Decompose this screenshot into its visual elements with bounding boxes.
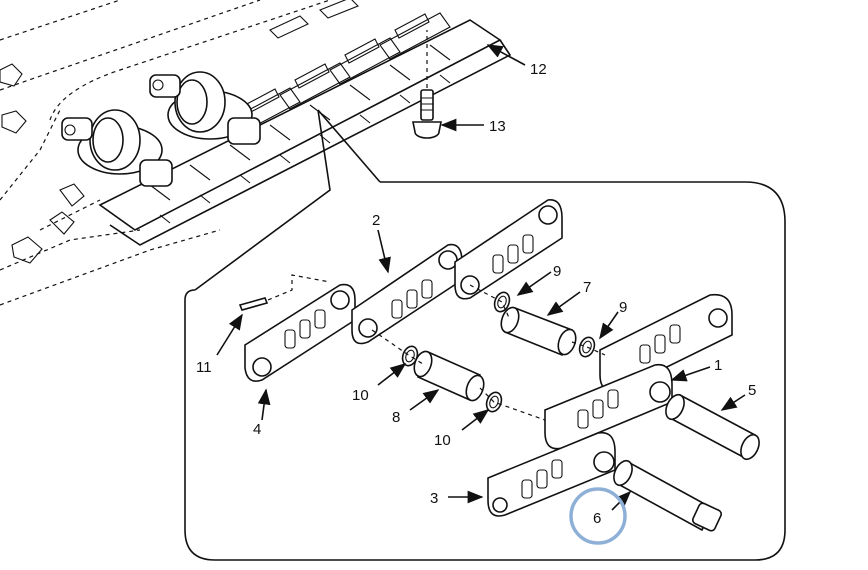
callout-8: 8 — [392, 409, 400, 426]
track-link-far-right — [599, 293, 733, 392]
seal-ring-9-lower — [578, 336, 596, 358]
callout-10b: 10 — [434, 432, 451, 449]
bolt-13 — [412, 30, 442, 139]
highlight-circle — [569, 487, 627, 545]
track-roller-right — [149, 71, 261, 145]
detail-inset-frame — [184, 181, 786, 561]
callout-9a: 9 — [553, 263, 561, 280]
callout-7: 7 — [583, 279, 591, 296]
callout-arrows — [216, 44, 746, 511]
seal-ring-9-upper — [493, 291, 511, 313]
track-pin-5 — [665, 393, 760, 461]
callout-9b: 9 — [619, 299, 627, 316]
callout-10a: 10 — [352, 387, 369, 404]
callout-4: 4 — [253, 421, 261, 438]
callout-2: 2 — [372, 212, 380, 229]
seal-ring-10-upper — [401, 345, 419, 367]
callout-3: 3 — [430, 490, 438, 507]
track-link-3 — [487, 431, 616, 517]
master-pin-6 — [613, 459, 723, 532]
track-assembly-overview — [0, 0, 512, 306]
callout-1: 1 — [714, 357, 722, 374]
track-link-upper-right — [454, 199, 563, 300]
callout-11: 11 — [196, 359, 212, 376]
bushing-7 — [500, 306, 577, 357]
cotter-pin-11 — [238, 274, 331, 311]
callout-5: 5 — [748, 382, 756, 399]
callout-13: 13 — [489, 118, 506, 135]
callout-12: 12 — [530, 61, 547, 78]
track-link-4 — [244, 283, 356, 382]
track-roller-left — [61, 109, 173, 187]
bushing-8 — [413, 350, 485, 402]
track-link-2 — [351, 243, 463, 345]
callout-6: 6 — [593, 510, 601, 527]
